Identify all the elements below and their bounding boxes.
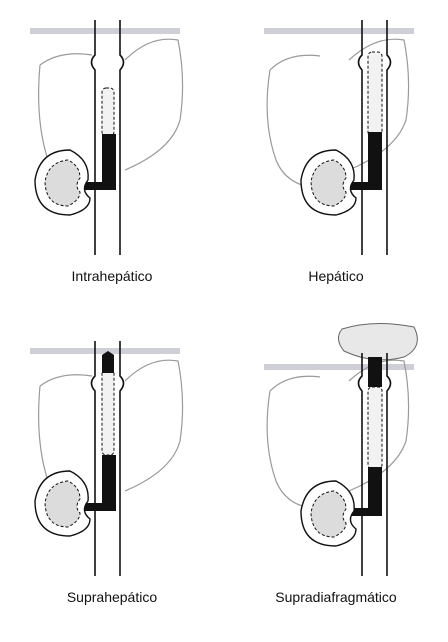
diagram-supradiaphragmatic — [264, 322, 418, 576]
caption-intrahepatic: Intrahepático — [71, 268, 153, 284]
panel-supradiaphragmatic: Supradiafragmático — [224, 321, 448, 642]
diagram-intrahepatic — [30, 20, 184, 255]
ivc-right-wall — [119, 341, 125, 576]
tumor-thrombus — [348, 467, 382, 516]
caption-suprahepatic: Suprahepático — [66, 589, 158, 605]
heart — [338, 322, 418, 361]
thrombus-dashed — [367, 386, 383, 470]
liver-outline-top — [39, 53, 93, 66]
panel-intrahepatic: Intrahepático — [0, 0, 224, 321]
caption-supradiaphragmatic: Supradiafragmático — [275, 589, 397, 605]
diagram-suprahepatic — [30, 341, 184, 576]
diaphragm-band — [30, 348, 180, 354]
ivc-left-wall — [90, 20, 96, 255]
diagram-hepatic — [264, 20, 414, 255]
tumor-thrombus — [82, 134, 116, 190]
ivc-right-wall — [386, 20, 392, 255]
kidney-tumor — [310, 159, 347, 207]
ivc-right-wall — [119, 20, 125, 255]
kidney-tumor — [310, 490, 347, 538]
thrombus-dashed — [367, 51, 383, 137]
kidney-tumor — [44, 480, 81, 528]
ivc-left-wall — [357, 20, 363, 255]
liver-outline-top — [269, 375, 321, 392]
diaphragm-band — [30, 28, 180, 34]
tumor-thrombus-tip — [368, 357, 382, 387]
panel-suprahepatic: Suprahepático — [0, 321, 224, 642]
caption-hepatic: Hepático — [308, 268, 364, 284]
ivc-left-wall — [357, 353, 363, 576]
ivc-left-wall — [90, 341, 96, 576]
liver-outline-top — [39, 374, 93, 387]
kidney-tumor — [44, 159, 81, 207]
diaphragm-band — [264, 364, 414, 370]
panel-hepatic: Hepático — [224, 0, 448, 321]
thrombus-dashed — [101, 368, 115, 456]
tumor-thrombus-tip — [102, 351, 114, 373]
diaphragm-band — [264, 28, 414, 34]
tumor-thrombus — [348, 132, 382, 190]
ivc-right-wall — [386, 353, 392, 576]
liver-outline-top — [269, 54, 321, 71]
thrombus-dashed — [101, 87, 115, 137]
tumor-thrombus — [82, 455, 116, 511]
